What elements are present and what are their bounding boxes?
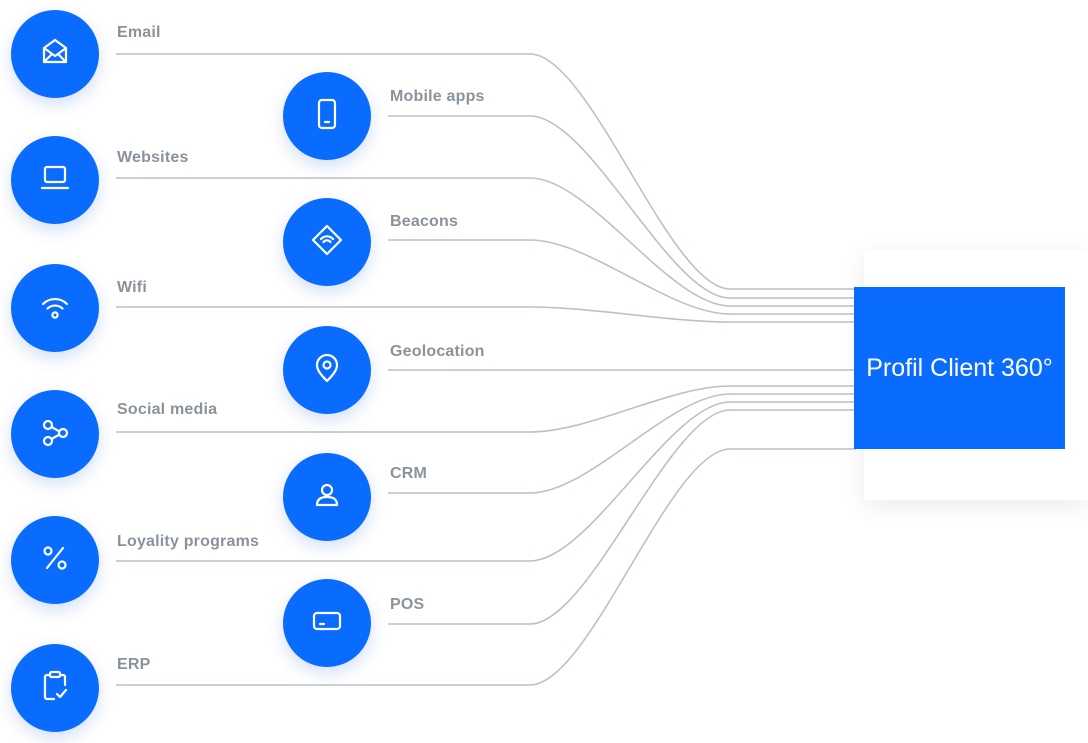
target-box: Profil Client 360° (854, 287, 1065, 449)
connection-line-social-media (116, 385, 856, 433)
source-node-email (11, 10, 99, 98)
source-label-social-media: Social media (117, 401, 218, 418)
location-pin-icon (307, 348, 347, 393)
source-node-geolocation (283, 326, 371, 414)
clipboard-check-icon (35, 666, 75, 711)
source-node-erp (11, 644, 99, 732)
source-label-crm: CRM (390, 465, 428, 482)
source-node-crm (283, 453, 371, 541)
connection-line-pos (388, 409, 856, 625)
source-node-pos (283, 579, 371, 667)
envelope-icon (35, 32, 75, 77)
source-label-erp: ERP (117, 656, 151, 673)
connection-line-erp (116, 448, 856, 686)
source-node-social-media (11, 390, 99, 478)
percent-icon (35, 538, 75, 583)
source-label-pos: POS (390, 596, 425, 613)
connection-line-loyalty-programs (116, 401, 856, 562)
connection-line-mobile-apps (388, 115, 856, 299)
connection-line-wifi (116, 306, 856, 323)
source-label-mobile-apps: Mobile apps (390, 88, 485, 105)
smartphone-icon (307, 94, 347, 139)
source-label-beacons: Beacons (390, 213, 459, 230)
share-network-icon (35, 412, 75, 457)
source-node-websites (11, 136, 99, 224)
connection-line-email (116, 53, 856, 290)
connection-line-crm (388, 393, 856, 494)
user-icon (307, 475, 347, 520)
source-node-beacons (283, 198, 371, 286)
source-node-mobile-apps (283, 72, 371, 160)
source-node-wifi (11, 264, 99, 352)
laptop-icon (35, 158, 75, 203)
source-label-loyalty-programs: Loyality programs (117, 533, 260, 550)
source-label-websites: Websites (117, 149, 189, 166)
connection-line-websites (116, 177, 856, 307)
beacon-icon (307, 220, 347, 265)
source-label-email: Email (117, 24, 161, 41)
source-label-geolocation: Geolocation (390, 343, 485, 360)
source-label-wifi: Wifi (117, 279, 147, 296)
source-node-loyalty-programs (11, 516, 99, 604)
wifi-icon (35, 286, 75, 331)
card-terminal-icon (307, 601, 347, 646)
target-label: Profil Client 360° (866, 353, 1053, 382)
connection-line-beacons (388, 239, 856, 315)
